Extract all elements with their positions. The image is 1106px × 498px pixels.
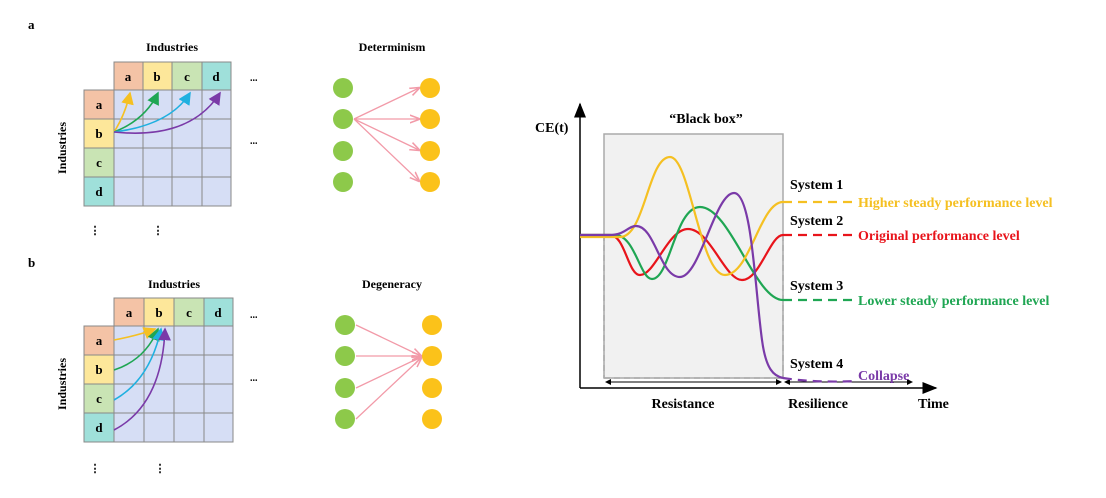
row-label: b	[95, 362, 102, 377]
col-header-d	[203, 297, 234, 327]
row-axis-label: Industries	[55, 122, 69, 174]
row-label: c	[96, 391, 102, 406]
target-nodes	[422, 315, 442, 429]
panel-b: b Industries Industries a b c d a b c d	[28, 255, 442, 475]
outcome-label: Original performance level	[858, 229, 1020, 244]
source-nodes	[333, 78, 353, 192]
row-header-a	[83, 325, 115, 356]
ellipsis: ⋮	[153, 225, 164, 237]
row-header-d	[83, 412, 115, 443]
col-label: d	[212, 69, 220, 84]
system-4-curve	[580, 191, 784, 380]
target-nodes	[420, 78, 440, 192]
row-label: d	[95, 184, 103, 199]
x-axis-label: Time	[918, 397, 949, 412]
row-header-d	[83, 176, 115, 207]
panel-label: a	[28, 17, 35, 32]
influence-arrows	[113, 327, 171, 431]
matrix-title: Industries	[148, 277, 200, 291]
degeneracy-arrows	[355, 324, 421, 420]
panel-label: b	[28, 255, 35, 270]
col-label: b	[155, 305, 162, 320]
row-axis-label: Industries	[55, 358, 69, 410]
outcome-label: Lower steady performance level	[858, 294, 1050, 309]
black-box	[603, 133, 784, 379]
outcome-label: Collapse	[858, 369, 909, 384]
panel-a: a Industries Industries a b c d a b c d	[28, 17, 440, 237]
row-label: c	[96, 155, 102, 170]
ellipsis: ⋮	[90, 225, 101, 237]
matrix-title: Industries	[146, 40, 198, 54]
ellipsis: ⋮	[90, 463, 101, 475]
resistance-label: Resistance	[652, 397, 715, 412]
y-axis-label: CE(t)	[535, 121, 569, 136]
ellipsis: ...	[250, 310, 258, 321]
system-label: System 2	[790, 214, 843, 229]
system-label: System 3	[790, 279, 843, 294]
row-header-b	[83, 354, 115, 385]
performance-chart: “Black box” CE(t) Time Resistance Resili…	[535, 102, 1053, 412]
grid-lines	[114, 326, 233, 442]
row-label: d	[95, 420, 103, 435]
outcome-label: Higher steady performance level	[858, 196, 1053, 211]
row-label: a	[96, 97, 103, 112]
system-label: System 1	[790, 178, 843, 193]
ellipsis: ...	[250, 373, 258, 384]
system-1-curve	[580, 155, 784, 277]
col-label: a	[125, 69, 132, 84]
ellipsis: ...	[250, 73, 258, 84]
row-label: a	[96, 333, 103, 348]
col-label: c	[186, 305, 192, 320]
source-nodes	[335, 315, 355, 429]
outcome-dashes	[782, 200, 858, 383]
row-header-a	[83, 89, 115, 120]
ellipsis: ...	[250, 136, 258, 147]
row-header-c	[83, 147, 115, 178]
grid-lines	[114, 90, 231, 206]
network-title: Determinism	[359, 40, 426, 54]
row-header-b	[83, 118, 115, 149]
col-header-c	[171, 61, 203, 91]
system-3-curve	[580, 205, 784, 302]
col-label: d	[214, 305, 222, 320]
influence-arrows	[113, 91, 221, 134]
col-header-d	[201, 61, 232, 91]
phase-guides	[603, 235, 784, 379]
col-label: a	[126, 305, 133, 320]
network-title: Degeneracy	[362, 277, 422, 291]
ellipsis: ⋮	[155, 463, 166, 475]
col-label: c	[184, 69, 190, 84]
col-label: b	[153, 69, 160, 84]
black-box-title: “Black box”	[669, 112, 743, 127]
system-label: System 4	[790, 357, 843, 372]
resilience-label: Resilience	[788, 397, 848, 412]
determinism-arrows	[353, 88, 419, 181]
row-label: b	[95, 126, 102, 141]
